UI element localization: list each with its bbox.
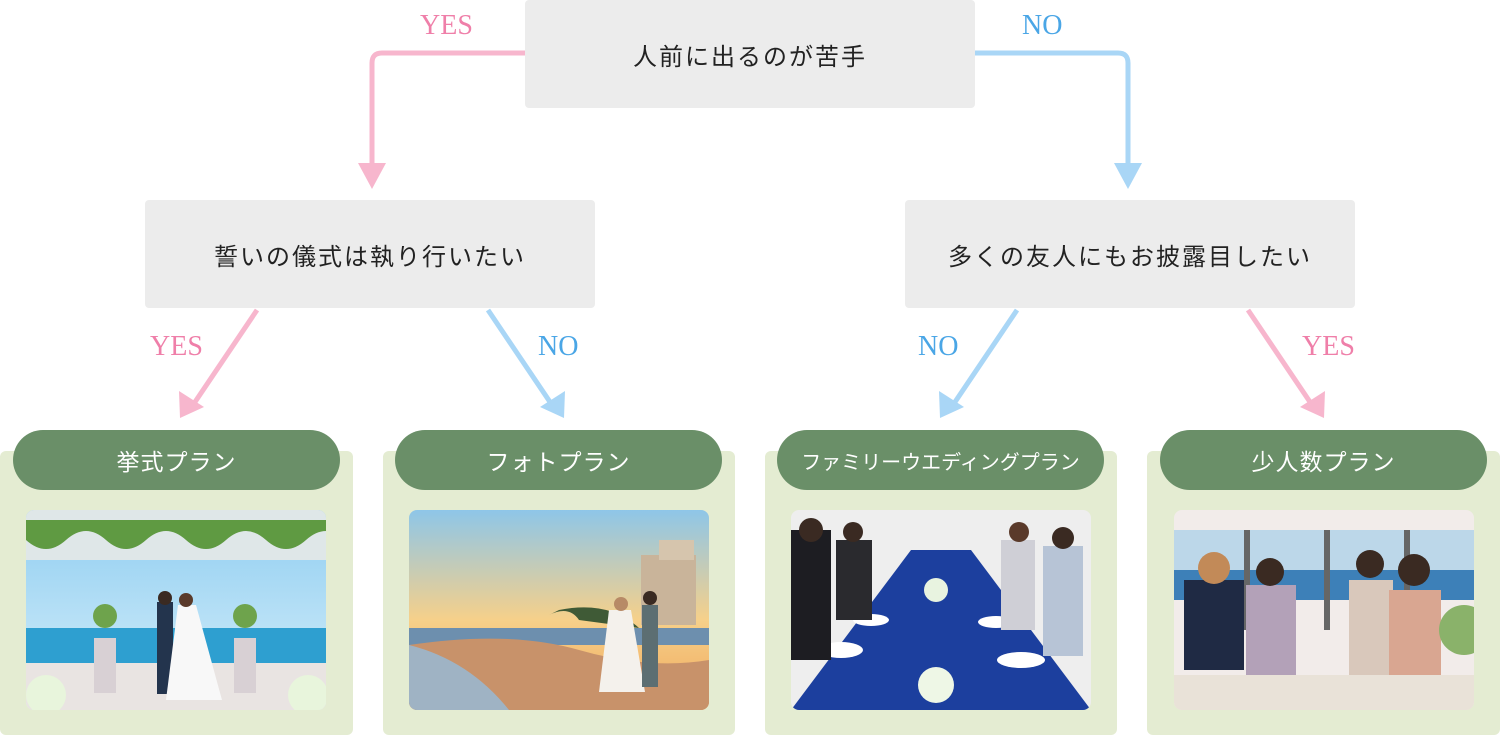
question-root: 人前に出るのが苦手 [525, 0, 975, 108]
arrow-root-yes [369, 50, 525, 170]
arrow-right-no-head [939, 391, 964, 418]
chapel-ceremony-photo[interactable] [26, 510, 326, 710]
beach-sunset-photo[interactable] [409, 510, 709, 710]
arrow-right-no [952, 308, 1020, 404]
banquet-table-photo[interactable] [791, 510, 1091, 710]
arrow-left-yes [192, 308, 260, 404]
question-left: 誓いの儀式は執り行いたい [145, 200, 595, 308]
label-right-no: NO [918, 331, 959, 362]
arrow-root-yes-head [358, 163, 386, 189]
arrow-left-no-head [540, 391, 565, 418]
label-left-yes: YES [150, 331, 203, 362]
plan-title-small[interactable]: 少人数プラン [1160, 430, 1487, 490]
arrow-right-yes-head [1300, 391, 1325, 418]
arrow-left-yes-head [179, 391, 204, 418]
label-right-yes: YES [1302, 331, 1355, 362]
arrow-left-no [485, 308, 553, 404]
question-right: 多くの友人にもお披露目したい [905, 200, 1355, 308]
small-party-photo[interactable] [1174, 510, 1474, 710]
label-root-yes: YES [420, 10, 473, 41]
label-left-no: NO [538, 331, 579, 362]
label-root-no: NO [1022, 10, 1063, 41]
arrow-right-yes [1245, 308, 1313, 404]
plan-title-family[interactable]: ファミリーウエディングプラン [777, 430, 1104, 490]
plan-title-photo[interactable]: フォトプラン [395, 430, 722, 490]
plan-title-ceremony[interactable]: 挙式プラン [13, 430, 340, 490]
arrow-root-no-head [1114, 163, 1142, 189]
arrow-root-no [975, 50, 1131, 170]
